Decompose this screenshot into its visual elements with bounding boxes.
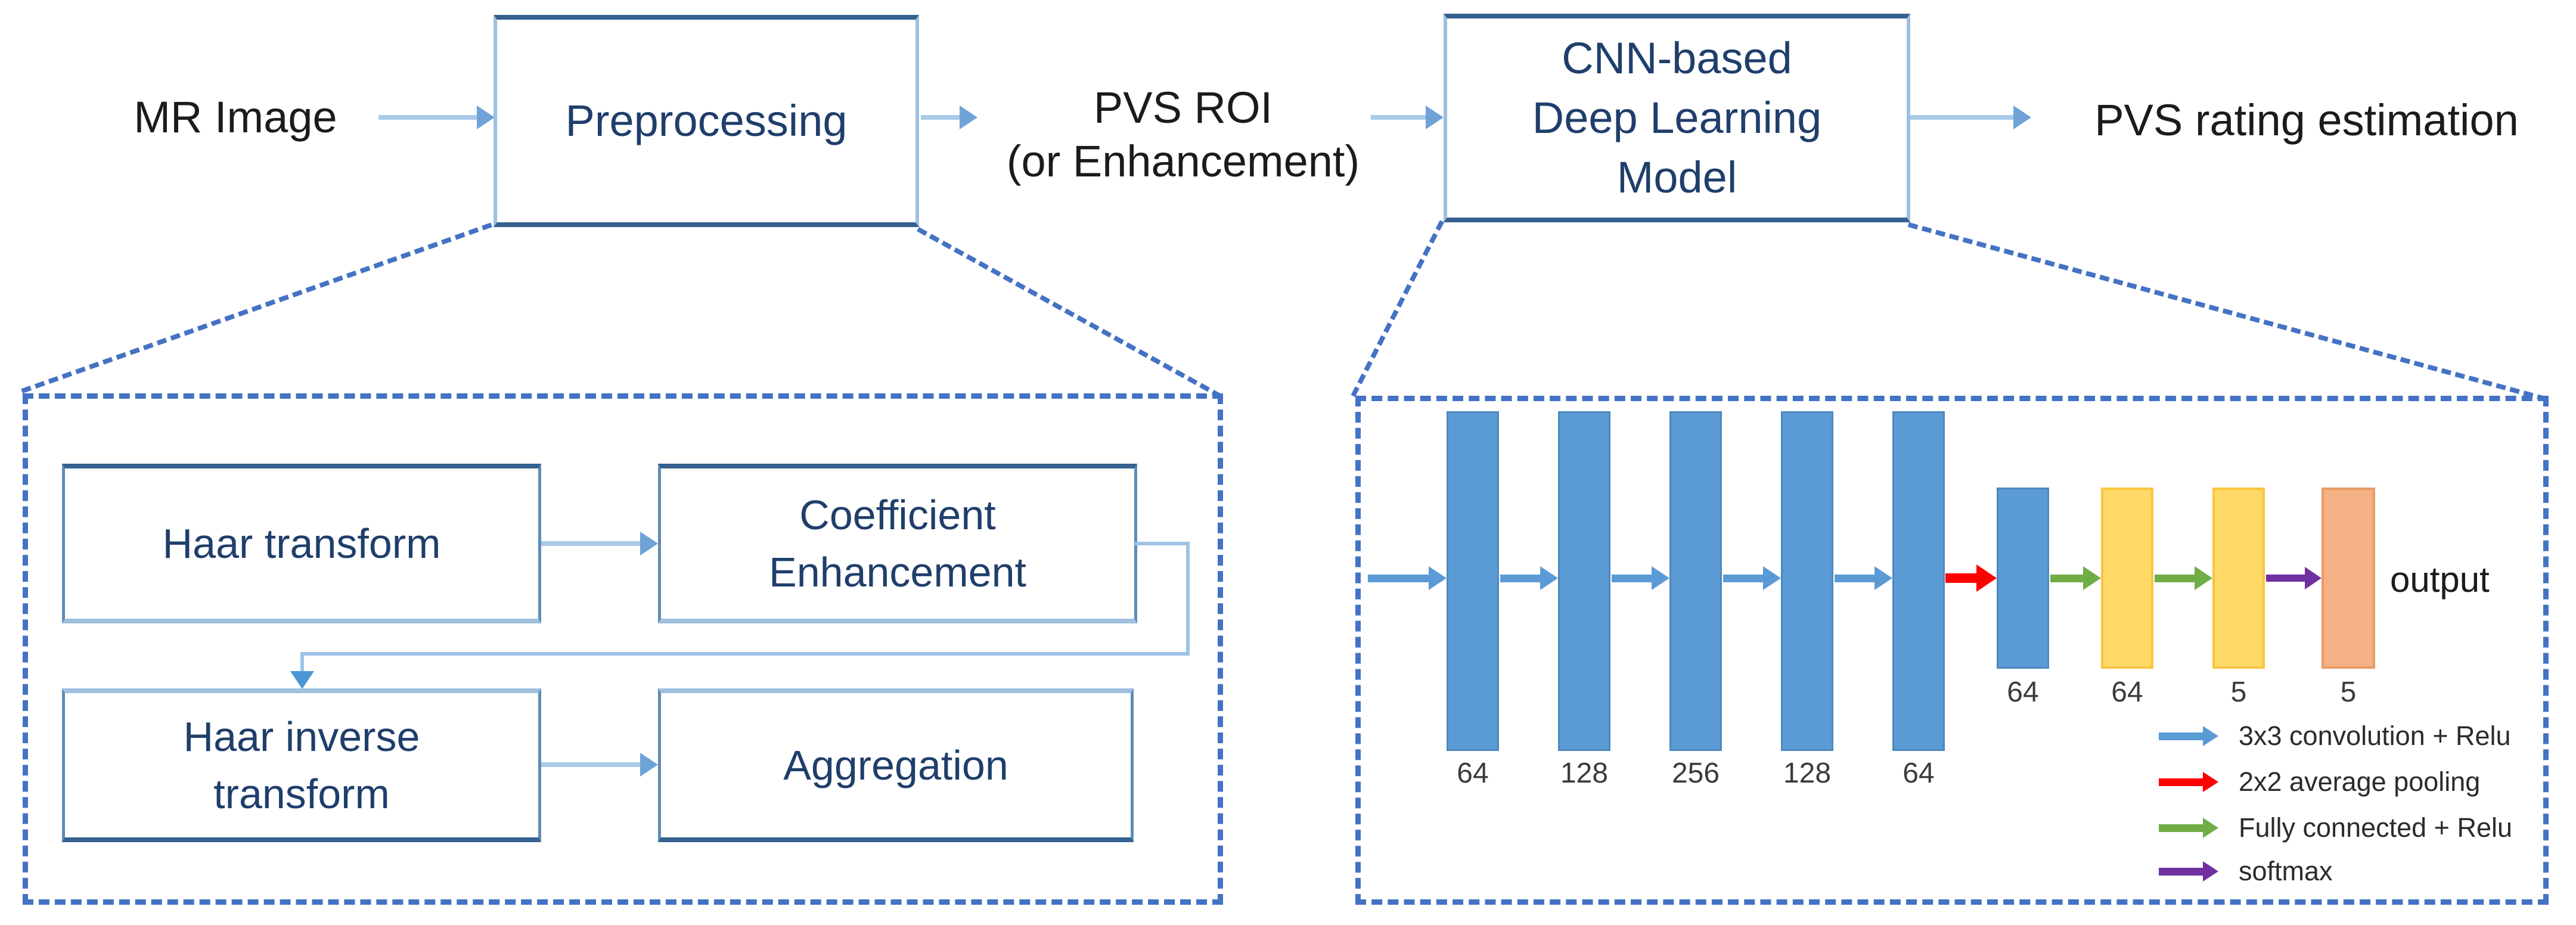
pvs-roi-label-line1: PVS ROI — [1093, 83, 1273, 132]
connector-segment-down — [1186, 542, 1190, 656]
cnn-detail-panel — [1355, 396, 2549, 905]
arrow-head — [640, 753, 658, 777]
conv-bar-label-2: 128 — [1560, 758, 1609, 789]
fc-bar-label-1: 64 — [2007, 676, 2039, 708]
fc-bar-label-2: 64 — [2111, 676, 2143, 708]
arrow-head — [2203, 818, 2218, 838]
connector-segment-into-box — [300, 652, 304, 673]
arrow-shaft — [1835, 575, 1876, 582]
arrow-shaft — [1612, 575, 1653, 582]
arrow-head — [640, 532, 658, 555]
connector-segment-right — [1135, 542, 1190, 545]
arrow-head — [1763, 566, 1781, 590]
conv-bar-2 — [1558, 411, 1610, 751]
output-bar — [2321, 488, 2375, 669]
arrow-shaft — [1945, 573, 1978, 583]
funnel-line-right-a — [1351, 220, 1444, 398]
arrow-shaft — [541, 762, 641, 767]
arrow-head — [1874, 566, 1892, 590]
preprocessing-box-label: Preprocessing — [565, 96, 848, 145]
arrow-shaft — [2159, 732, 2204, 740]
conv-bar-3 — [1669, 411, 1722, 751]
output-label: output — [2390, 560, 2490, 600]
conv-bar-5 — [1892, 411, 1945, 751]
arrow-shaft — [2159, 868, 2204, 876]
arrow-head — [2203, 861, 2218, 881]
funnel-line-left-b — [917, 227, 1222, 399]
preprocessing-box: Preprocessing — [494, 15, 919, 227]
arrow-shaft — [1500, 575, 1541, 582]
pvs-roi-label-line2: (or Enhancement) — [1006, 136, 1360, 186]
coefficient-enhancement-label-line1: Coefficient — [799, 492, 996, 538]
conv-bar-label-3: 256 — [1671, 758, 1720, 789]
funnel-line-right-b — [1907, 222, 2547, 402]
haar-transform-label: Haar transform — [162, 520, 441, 567]
arrow-head — [2203, 772, 2218, 792]
conv-bar-label-4: 128 — [1783, 758, 1832, 789]
connector-arrowhead-down — [290, 671, 314, 689]
funnel-line-left-a — [21, 222, 493, 394]
legend-pool-label: 2x2 average pooling — [2239, 766, 2481, 797]
arrow-shaft — [1368, 575, 1430, 582]
arrow-head — [1652, 566, 1669, 590]
haar-transform-box: Haar transform — [62, 464, 541, 623]
fc-bar-conv64 — [1997, 488, 2049, 669]
conv-bar-1 — [1447, 411, 1499, 751]
conv-bar-4 — [1781, 411, 1833, 751]
arrow-shaft — [1910, 115, 2015, 120]
preprocessing-detail-panel — [23, 393, 1223, 905]
arrow-shaft — [1723, 575, 1764, 582]
connector-segment-across — [300, 652, 1190, 656]
cnn-model-box: CNN-based Deep Learning Model — [1444, 14, 1910, 222]
arrow-head — [2305, 567, 2321, 589]
fc-bar-label-4: 5 — [2340, 676, 2357, 708]
arrow-head — [1976, 564, 1997, 592]
cnn-model-box-line2: Deep Learning — [1532, 93, 1822, 142]
arrow-shaft — [2155, 575, 2196, 582]
arrow-head — [1426, 105, 1444, 129]
result-label: PVS rating estimation — [2094, 95, 2519, 145]
arrow-head — [1540, 566, 1558, 590]
mr-image-label: MR Image — [134, 92, 337, 142]
arrow-head — [2083, 566, 2101, 590]
arrow-head — [1429, 566, 1447, 590]
coefficient-enhancement-label-line2: Enhancement — [769, 549, 1026, 595]
haar-inverse-transform-box: Haar inverse transform — [62, 688, 541, 842]
arrow-shaft — [1371, 115, 1427, 120]
coefficient-enhancement-box: Coefficient Enhancement — [658, 464, 1137, 623]
legend-conv-label: 3x3 convolution + Relu — [2239, 721, 2511, 751]
fc-bar-5 — [2212, 488, 2265, 669]
arrow-head — [2195, 566, 2212, 590]
legend-fc-label: Fully connected + Relu — [2239, 812, 2513, 843]
haar-inverse-transform-label-line2: transform — [213, 771, 390, 817]
fc-bar-label-3: 5 — [2230, 676, 2247, 708]
arrow-head — [960, 105, 977, 129]
arrow-shaft — [2159, 778, 2204, 786]
aggregation-box: Aggregation — [658, 688, 1134, 842]
fc-bar-64 — [2101, 488, 2153, 669]
arrow-shaft — [921, 115, 961, 120]
arrow-head — [2203, 726, 2218, 746]
arrow-shaft — [2159, 824, 2204, 832]
haar-inverse-transform-label-line1: Haar inverse — [183, 713, 420, 760]
cnn-model-box-line1: CNN-based — [1562, 33, 1792, 83]
conv-bar-label-1: 64 — [1457, 758, 1489, 789]
arrow-shaft — [378, 115, 478, 120]
aggregation-label: Aggregation — [783, 742, 1008, 789]
cnn-model-box-line3: Model — [1616, 153, 1737, 202]
conv-bar-label-5: 64 — [1902, 758, 1935, 789]
arrow-shaft — [2050, 575, 2084, 582]
legend-softmax-label: softmax — [2239, 856, 2333, 886]
arrow-shaft — [2266, 575, 2305, 582]
arrow-shaft — [541, 541, 641, 546]
arrow-head — [2013, 105, 2031, 129]
arrow-head — [477, 105, 495, 129]
